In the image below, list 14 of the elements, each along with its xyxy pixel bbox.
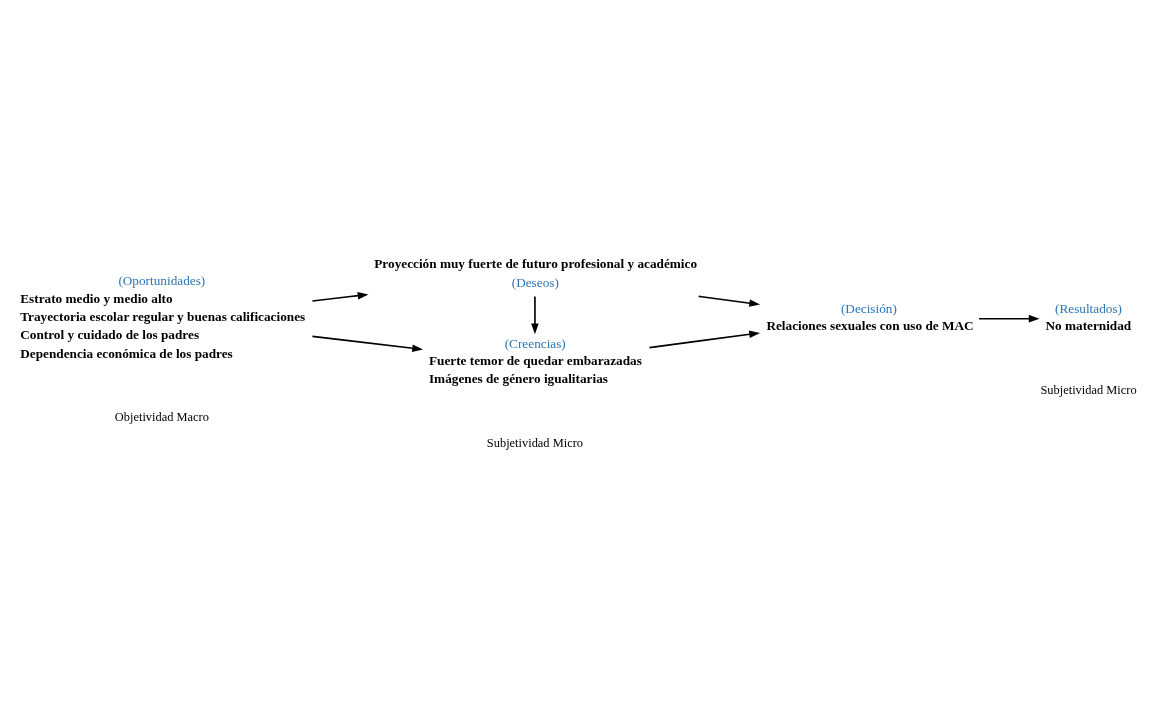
- node-text: Proyección muy fuerte de futuro profesional y académico (Deseos): [374, 255, 698, 290]
- node-text: (Decisión) Relaciones sexuales con uso de MAC: [766, 300, 974, 333]
- node-text: (Creencias) Fuerte temor de quedar embarazadas Imágenes de género igualitarias: [428, 335, 642, 386]
- arrow: [311, 291, 369, 302]
- arrow: [311, 335, 423, 352]
- node-text: (Oportunidades) Estrato medio y medio alto Trayectoria escolar regular y buenas calificaciones Control y cuidado de los padres Dependencia económica de los padres: [20, 272, 306, 360]
- label: Subjetividad Micro: [486, 435, 584, 450]
- node-text: (Resultados) No maternidad: [1045, 300, 1132, 333]
- arrow: [697, 295, 761, 307]
- label: Subjetividad Micro: [1040, 382, 1137, 397]
- arrow: [531, 295, 539, 334]
- label: Objetividad Macro: [114, 409, 209, 424]
- arrow: [978, 314, 1040, 322]
- arrow: [648, 330, 761, 348]
